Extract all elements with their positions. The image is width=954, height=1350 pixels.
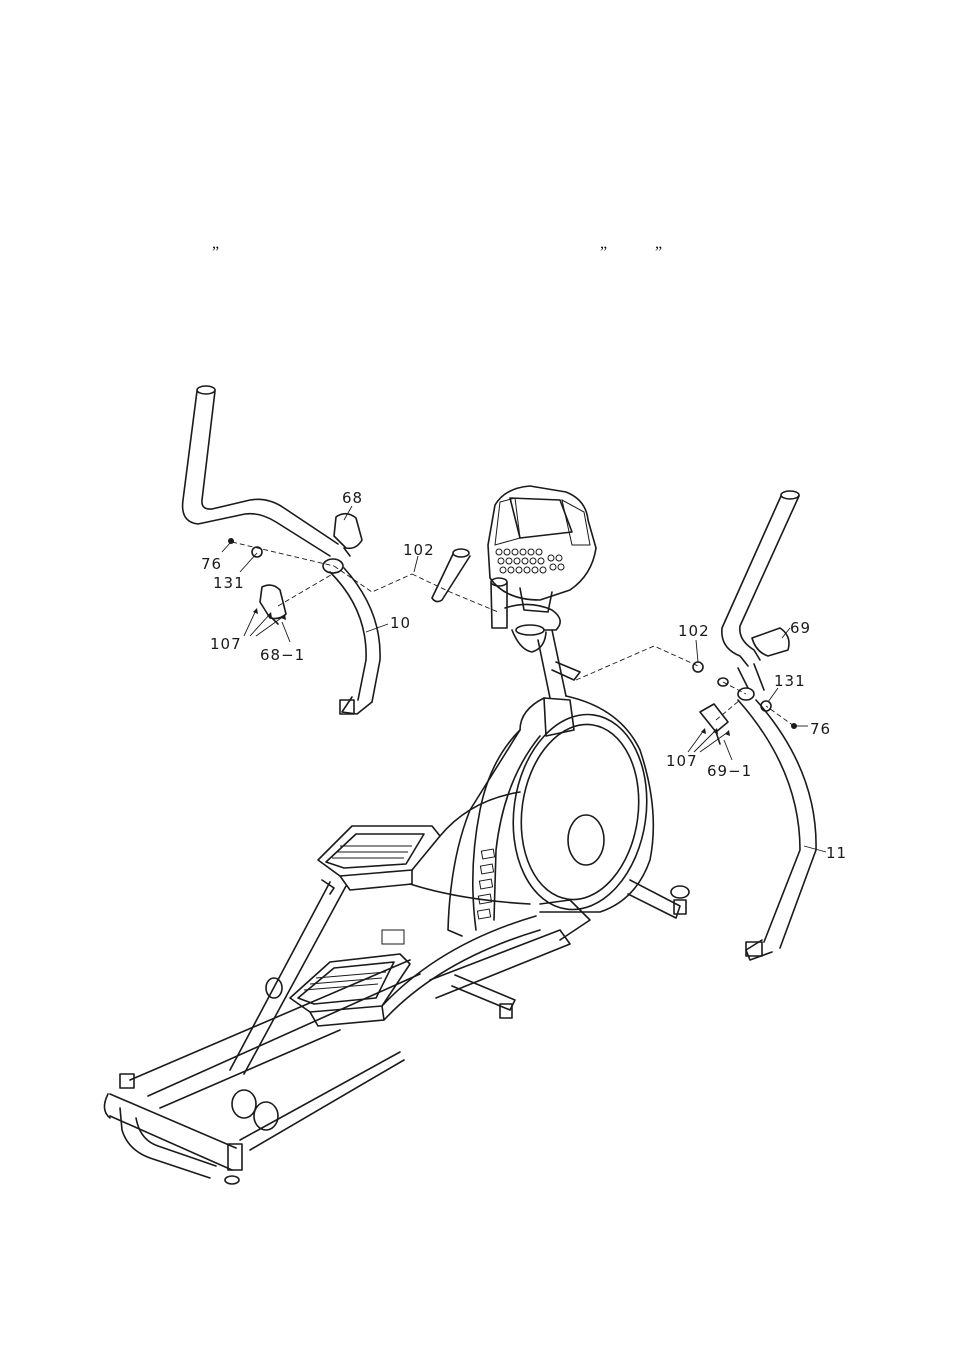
lower-pedal: [290, 954, 410, 1026]
callout-68-1: 68−1: [260, 646, 305, 664]
callout-69-1: 69−1: [707, 762, 752, 780]
callout-102-left: 102: [403, 541, 435, 559]
console-keypad: [496, 549, 564, 573]
callout-11: 11: [826, 844, 847, 862]
base-frame: [104, 960, 420, 1184]
right-handlebar: [718, 491, 816, 960]
callout-131-left: 131: [213, 574, 245, 592]
callout-107-left: 107: [210, 635, 242, 653]
callout-102-right: 102: [678, 622, 710, 640]
upper-pedal: [318, 792, 520, 894]
console: [488, 486, 596, 612]
callout-131-right: 131: [774, 672, 806, 690]
callout-76-left: 76: [201, 555, 222, 573]
callout-68: 68: [342, 489, 363, 507]
callout-76-right: 76: [810, 720, 831, 738]
callout-labels: 68 102 76 131 10 107 68−1 102 69 131 76 …: [201, 489, 847, 862]
left-handlebar: [183, 386, 343, 573]
fastener-arrows: [244, 608, 730, 752]
callout-107-right: 107: [666, 752, 698, 770]
left-lower-arm-10: [330, 568, 380, 714]
callout-10: 10: [390, 614, 411, 632]
callout-69: 69: [790, 619, 811, 637]
